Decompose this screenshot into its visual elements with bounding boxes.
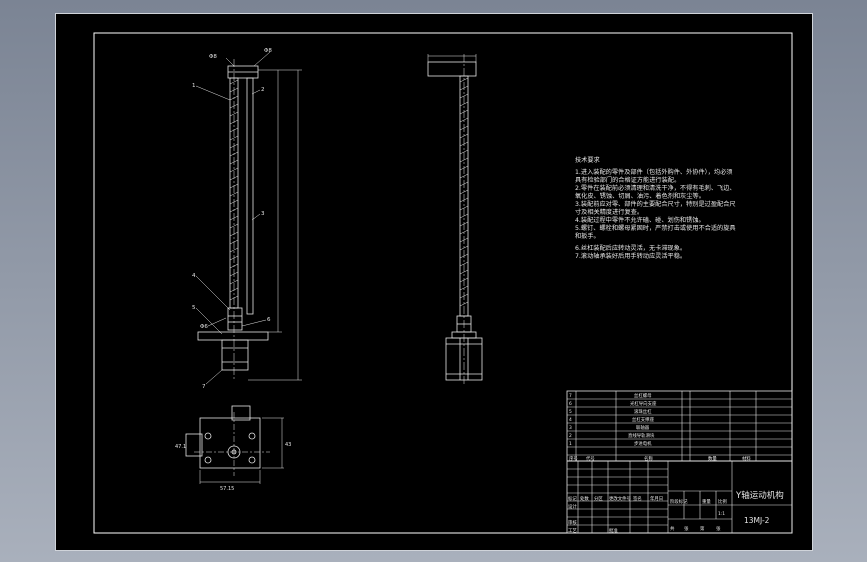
hole-1 bbox=[204, 432, 212, 440]
bom-header: 代号 bbox=[586, 455, 595, 462]
base-plate bbox=[197, 331, 269, 341]
note-line: 1.进入装配的零件及部件（包括外购件、外协件），均必须 bbox=[575, 168, 733, 176]
note-line: 氧化皮、锈蚀、切屑、油污、着色剂和灰尘等。 bbox=[575, 192, 705, 200]
dim-flange-width: 57.15 bbox=[220, 486, 234, 492]
bom-table bbox=[566, 390, 793, 534]
bom-no: 2 bbox=[569, 433, 572, 439]
note-line: 3.装配前应对零、部件的主要配合尺寸，特别是过盈配合尺 bbox=[575, 200, 736, 208]
note-line: 寸及相关精度进行复查。 bbox=[575, 208, 643, 216]
sign-label: 处数 bbox=[580, 495, 589, 502]
sign-label: 标记 bbox=[568, 495, 577, 502]
drawing-title: Y轴运动机构 bbox=[735, 490, 784, 501]
dim-side-a: 43 bbox=[285, 442, 291, 448]
bom-name: 直线导轨滑块 bbox=[628, 432, 655, 439]
note-line: 5.螺钉、螺栓和螺母紧固时，严禁打击或使用不合适的旋具 bbox=[575, 224, 736, 232]
callout-7: 7 bbox=[202, 384, 206, 390]
bom-header: 序号 bbox=[569, 455, 578, 462]
coupling bbox=[227, 307, 243, 331]
stage-label: 阶段标记 bbox=[670, 498, 688, 505]
bom-name: 丝杠支撑座 bbox=[632, 416, 655, 423]
bom-name: 联轴器 bbox=[636, 424, 650, 431]
bom-name: 丝杠螺母 bbox=[634, 392, 652, 399]
side-tab bbox=[185, 433, 203, 457]
sign-label: 年月日 bbox=[650, 495, 663, 502]
bom-no: 4 bbox=[569, 417, 572, 423]
sheet-label: 张 bbox=[716, 525, 721, 532]
bom-name: 光杠导向支座 bbox=[630, 400, 657, 407]
stepper-motor bbox=[221, 339, 249, 371]
sign-label: 更改文件号 bbox=[609, 495, 632, 502]
role-label: 工艺 bbox=[568, 528, 577, 534]
callout-6: 6 bbox=[267, 317, 271, 323]
callout-4: 4 bbox=[192, 273, 196, 279]
bottom-view-labels: 57.15 43 47.1 bbox=[175, 442, 291, 492]
bom-no: 7 bbox=[569, 393, 572, 399]
notes-heading: 技术要求 bbox=[575, 156, 600, 164]
bom-header: 材料 bbox=[742, 455, 751, 462]
callout-1: 1 bbox=[192, 83, 196, 89]
note-line: 6.丝杠装配后应转动灵活，无卡滞现象。 bbox=[575, 244, 686, 252]
drawing-number: 13MJ-2 bbox=[744, 516, 770, 525]
drawing-canvas: Φ8 Φ8 Φ6 1 2 3 4 5 6 7 bbox=[93, 32, 793, 534]
hole-4 bbox=[248, 456, 256, 464]
hole-3 bbox=[204, 456, 212, 464]
role-label: 审核 bbox=[568, 519, 577, 526]
front-view-labels: Φ8 Φ8 Φ6 1 2 3 4 5 6 7 bbox=[192, 48, 272, 390]
flange-tab bbox=[231, 405, 251, 421]
callout-3: 3 bbox=[261, 211, 265, 217]
dim-side-b: 47.1 bbox=[175, 444, 186, 450]
technical-notes: 技术要求 1.进入装配的零件及部件（包括外购件、外协件），均必须 具有检验部门的… bbox=[575, 156, 736, 260]
bom-no: 3 bbox=[569, 425, 572, 431]
scale-value: 1:1 bbox=[718, 511, 725, 517]
stage-label: 比例 bbox=[718, 498, 727, 505]
bom-name: 滚珠丝杠 bbox=[634, 408, 652, 415]
bom-labels: 7 丝杠螺母 6 光杠导向支座 5 滚珠丝杠 4 丝杠支撑座 3 联轴器 2 直… bbox=[568, 392, 751, 534]
drawing-sheet[interactable]: Φ8 Φ8 Φ6 1 2 3 4 5 6 7 bbox=[55, 13, 813, 551]
sign-label: 签名 bbox=[633, 495, 642, 502]
bom-no: 5 bbox=[569, 409, 572, 415]
guide-rod bbox=[246, 77, 254, 315]
bom-no: 6 bbox=[569, 401, 572, 407]
note-line: 具有检验部门的合格证方能进行装配。 bbox=[575, 176, 680, 184]
sheet-label: 张 bbox=[684, 525, 689, 532]
callout-5: 5 bbox=[192, 305, 196, 311]
sheet-label: 第 bbox=[700, 525, 705, 532]
note-line: 7.滚动轴承装好后用手转动应灵活平稳。 bbox=[575, 252, 686, 260]
hole-2 bbox=[248, 432, 256, 440]
bom-no: 1 bbox=[569, 441, 572, 447]
dim-bottom: Φ6 bbox=[200, 324, 208, 330]
front-view bbox=[195, 51, 302, 385]
bom-header: 名称 bbox=[644, 455, 653, 462]
inner-frame bbox=[93, 32, 793, 534]
dim-top-left: Φ8 bbox=[209, 54, 217, 60]
bom-name: 步进电机 bbox=[634, 440, 652, 447]
sign-label: 分区 bbox=[594, 495, 603, 502]
side-view bbox=[427, 54, 483, 384]
bom-header: 数量 bbox=[708, 455, 717, 462]
note-line: 和扳手。 bbox=[575, 232, 600, 240]
mounting-flange bbox=[199, 417, 261, 469]
note-line: 2.零件在装配前必须清理和清洗干净，不得有毛刺、飞边、 bbox=[575, 184, 736, 192]
sheet-label: 共 bbox=[670, 525, 675, 532]
role-label: 批准 bbox=[609, 527, 618, 534]
side-top-block bbox=[427, 61, 477, 77]
note-line: 4.装配过程中零件不允许磕、碰、划伤和锈蚀。 bbox=[575, 216, 705, 224]
stage-label: 重量 bbox=[702, 498, 711, 505]
role-label: 设计 bbox=[568, 503, 577, 510]
callout-2: 2 bbox=[261, 87, 265, 93]
dim-top-right: Φ8 bbox=[264, 48, 272, 54]
bottom-view bbox=[185, 405, 284, 484]
